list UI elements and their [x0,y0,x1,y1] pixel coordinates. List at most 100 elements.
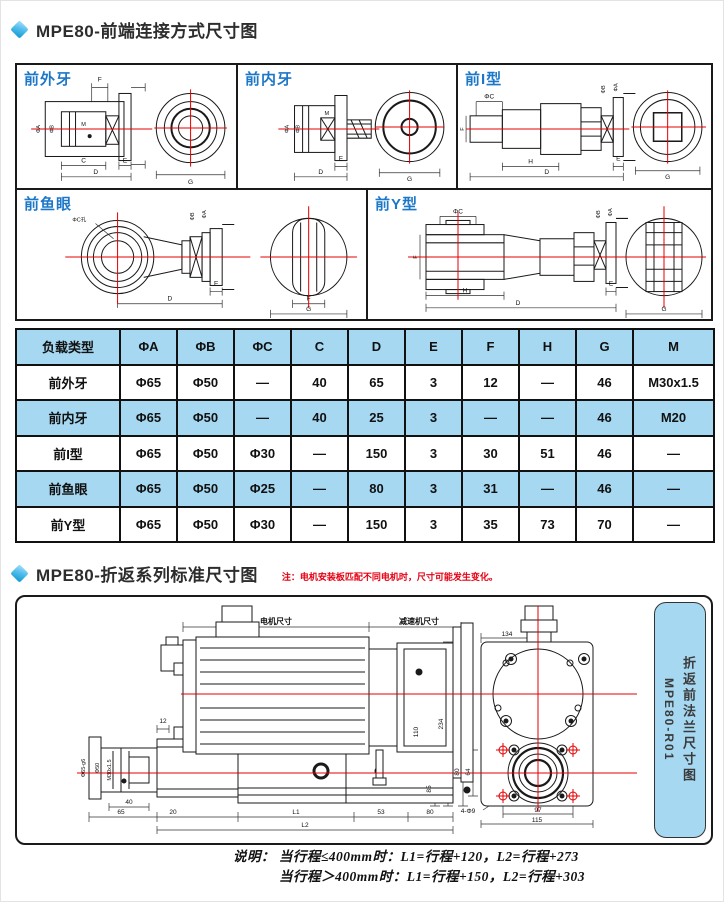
dim-label: Φ65-g6 [81,759,87,777]
dim-label: F [460,127,466,131]
table-cell: — [233,363,292,401]
panel-row-2: 前鱼眼 [17,190,711,319]
table-cell: 51 [518,434,577,472]
foldback-drawing-box: 电机尺寸 减速机尺寸 12 Φ65-g6 Φ50 M30x1.5 40 65 2… [15,595,713,845]
table-cell: Φ50 [176,434,235,472]
table-cell: — [518,399,577,437]
dim-label: 115 [532,817,543,824]
table-cell: 65 [347,363,406,401]
table-header-cell: ΦA [119,328,178,366]
dim-label: 134 [502,631,513,638]
dim-label: ΦB [296,125,302,133]
load-type-dimension-table: 负载类型 ΦA ΦB ΦC C D E F H G M 前外牙 Φ65 Φ50 … [15,328,715,543]
dim-label: F [307,296,311,303]
side-tab-line2: MPE80-R01 [662,678,676,762]
dim-label: 40 [125,799,133,806]
front-y-type-drawing: ΦC F H D E ΦB ΦA G [408,206,706,318]
section2-header: MPE80-折返系列标准尺寸图 注：电机安装板匹配不同电机时，尺寸可能发生变化。 [10,561,498,586]
table-cell: 前Y型 [15,505,121,543]
table-cell: 25 [347,399,406,437]
table-header-cell: 负载类型 [15,328,121,366]
table-header-cell: H [518,328,577,366]
table-cell: Φ50 [176,399,235,437]
dim-label: 234 [438,718,445,729]
table-cell: M20 [632,399,715,437]
table-row: 前鱼眼 Φ65 Φ50 Φ25 — 80 3 31 — 46 — [15,470,715,508]
dim-label: 53 [377,809,385,816]
table-header-cell: G [575,328,634,366]
panel-label: 前内牙 [245,71,294,88]
dim-label: G [188,179,193,186]
dim-label: ΦC [484,94,494,101]
dim-label: E [339,156,344,163]
table-cell: 3 [404,434,463,472]
dim-label: D [516,300,521,307]
dim-label: ΦA [36,125,42,133]
table-cell: — [290,434,349,472]
dim-label: M [325,111,330,117]
table-cell: Φ50 [176,470,235,508]
table-cell: Φ65 [119,434,178,472]
dim-label: G [661,306,666,313]
table-cell: 12 [461,363,520,401]
table-cell: 73 [518,505,577,543]
table-header-cell: ΦB [176,328,235,366]
table-cell: Φ65 [119,399,178,437]
dim-label: 20 [169,809,177,816]
section1-title: MPE80-前端连接方式尺寸图 [36,22,258,41]
table-cell: — [632,434,715,472]
dim-label: G [407,176,412,183]
dim-label: E [616,156,621,163]
dim-label: L1 [292,809,300,816]
dim-label: 12 [159,718,167,725]
front-i-type-drawing: ΦC ΦB ΦA F H D E G [460,83,706,181]
dim-label: 65 [117,809,125,816]
table-cell: — [518,363,577,401]
panel-row-1: 前外牙 [17,65,711,190]
table-cell: 46 [575,399,634,437]
table-row: 前I型 Φ65 Φ50 Φ30 — 150 3 30 51 46 — [15,434,715,472]
table-cell: Φ65 [119,363,178,401]
dim-label: D [544,169,549,176]
dim-label: ΦA [284,125,290,133]
dim-label: ΦB [49,125,55,133]
table-header-row: 负载类型 ΦA ΦB ΦC C D E F H G M [15,328,715,366]
front-inner-thread-drawing: ΦA ΦB M E D G [278,90,445,183]
dim-label: G [306,306,311,313]
table-cell: 46 [575,434,634,472]
dim-label: D [318,169,323,176]
table-row: 前外牙 Φ65 Φ50 — 40 65 3 12 — 46 M30x1.5 [15,363,715,401]
dim-label: H [528,159,533,166]
dim-label: D [168,296,173,303]
panel-label: 前I型 [465,71,503,88]
table-cell: — [632,470,715,508]
dim-label: D [93,169,98,176]
table-cell: 70 [575,505,634,543]
dim-label: C [81,158,86,165]
table-cell: — [461,399,520,437]
table-cell: 150 [347,505,406,543]
table-cell: 46 [575,363,634,401]
table-cell: Φ50 [176,505,235,543]
table-header-cell: F [461,328,520,366]
table-cell: 46 [575,470,634,508]
table-cell: 前内牙 [15,399,121,437]
table-cell: 3 [404,363,463,401]
table-cell: Φ30 [233,505,292,543]
stroke-formula-line2: 当行程＞400mm时：L1=行程+150，L2=行程+303 [279,869,586,884]
table-cell: 31 [461,470,520,508]
dim-label: L2 [301,822,309,829]
table-cell: 40 [290,399,349,437]
dim-label: E [609,280,614,287]
panel-front-i-type: 前I型 [458,65,711,188]
table-cell: 前外牙 [15,363,121,401]
table-header-cell: C [290,328,349,366]
table-cell: 80 [347,470,406,508]
dim-label: M30x1.5 [107,759,113,780]
table-cell: 35 [461,505,520,543]
dim-label: Φ50 [95,763,101,774]
panel-label: 前外牙 [24,71,73,88]
table-header-cell: D [347,328,406,366]
section2-title: MPE80-折返系列标准尺寸图 [36,566,258,585]
